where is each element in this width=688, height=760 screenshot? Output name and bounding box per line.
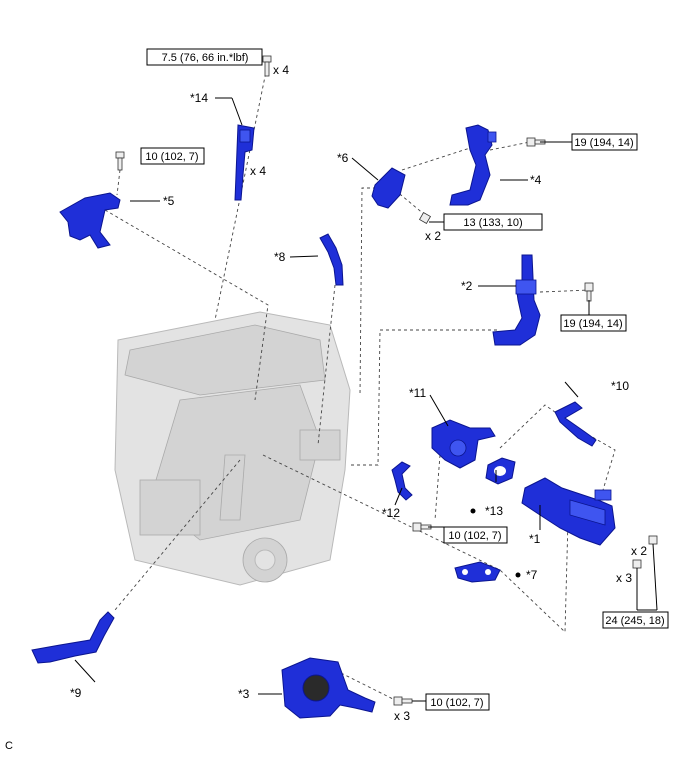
sealer-dot-7 xyxy=(515,572,521,578)
callout-p5: *5 xyxy=(163,194,175,208)
torque-spec-t5: 19 (194, 14) xyxy=(560,314,627,332)
part-11 xyxy=(431,419,496,469)
quantity-q2: x 4 xyxy=(250,164,266,178)
part-14 xyxy=(234,124,255,201)
svg-text:13 (133, 10): 13 (133, 10) xyxy=(463,217,522,229)
callout-p9: *9 xyxy=(70,686,82,700)
part-3 xyxy=(281,657,376,719)
leader-lines xyxy=(74,97,658,702)
engine-block xyxy=(114,311,351,586)
callout-p13: *13 xyxy=(485,504,503,518)
svg-text:19 (194, 14): 19 (194, 14) xyxy=(574,137,633,149)
part-12 xyxy=(391,461,413,501)
torque-spec-t2: 10 (102, 7) xyxy=(140,147,205,165)
bolt-t4 xyxy=(418,211,432,225)
svg-text:10 (102, 7): 10 (102, 7) xyxy=(430,697,483,709)
part-1 xyxy=(521,477,616,546)
callout-p14: *14 xyxy=(190,91,208,105)
callout-p4: *4 xyxy=(530,173,542,187)
part-7 xyxy=(454,561,501,583)
quantity-q3: x 2 xyxy=(425,229,441,243)
svg-text:24 (245, 18): 24 (245, 18) xyxy=(605,615,664,627)
part-6 xyxy=(371,167,406,209)
torque-spec-t7: 24 (245, 18) xyxy=(602,611,669,629)
bolt-t8 xyxy=(393,696,413,706)
torque-spec-t3: 19 (194, 14) xyxy=(571,133,638,151)
part-5 xyxy=(59,192,121,249)
part-2 xyxy=(492,254,541,346)
torque-spec-t6: 10 (102, 7) xyxy=(443,526,508,544)
part-10 xyxy=(554,401,597,447)
bolt-t2 xyxy=(115,151,125,171)
callout-p8: *8 xyxy=(274,250,286,264)
callout-p1: *1 xyxy=(529,532,541,546)
svg-text:19 (194, 14): 19 (194, 14) xyxy=(563,318,622,330)
callout-p11: *11 xyxy=(409,386,426,400)
quantity-q1: x 4 xyxy=(273,63,289,77)
part-8 xyxy=(319,233,344,286)
part-9 xyxy=(31,611,115,664)
callout-p7: *7 xyxy=(526,568,538,582)
sealer-dot-13 xyxy=(470,508,476,514)
quantity-q5: x 3 xyxy=(616,571,632,585)
figure-letter: C xyxy=(5,740,13,752)
bolt-t5 xyxy=(584,282,594,302)
part-4 xyxy=(449,124,497,206)
torque-spec-t4: 13 (133, 10) xyxy=(443,213,543,231)
callout-p3: *3 xyxy=(238,687,250,701)
callout-p6: *6 xyxy=(337,151,349,165)
svg-text:7.5 (76, 66 in.*lbf): 7.5 (76, 66 in.*lbf) xyxy=(162,52,249,64)
bolt-t1 xyxy=(262,55,272,77)
svg-text:10 (102, 7): 10 (102, 7) xyxy=(448,530,501,542)
quantity-q6: x 3 xyxy=(394,709,410,723)
torque-spec-t8: 10 (102, 7) xyxy=(425,693,490,711)
quantity-q4: x 2 xyxy=(631,544,647,558)
callout-p10: *10 xyxy=(611,379,629,393)
callout-p2: *2 xyxy=(461,279,473,293)
callout-p12: *12 xyxy=(382,506,400,520)
svg-text:10 (102, 7): 10 (102, 7) xyxy=(145,151,198,163)
torque-spec-t1: 7.5 (76, 66 in.*lbf) xyxy=(146,48,263,66)
part-13 xyxy=(485,457,516,485)
